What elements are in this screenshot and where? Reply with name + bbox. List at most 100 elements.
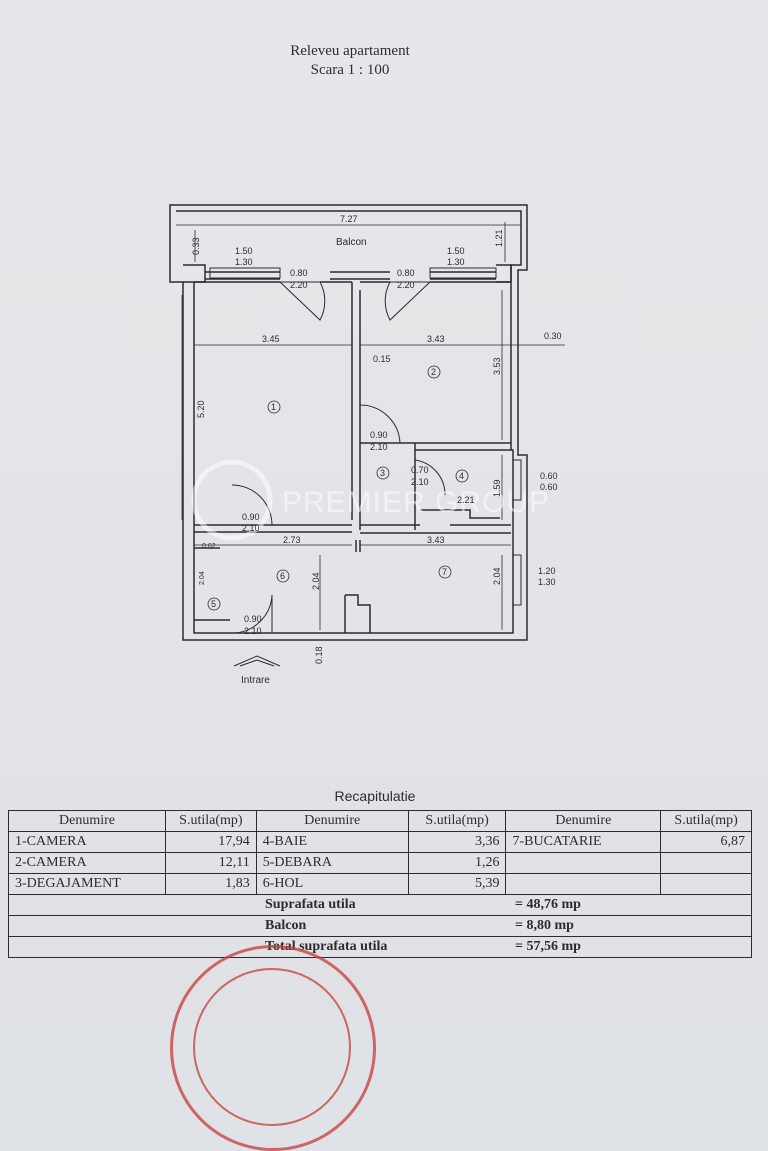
- balcony-wall: [183, 264, 206, 283]
- dim-balcony-right: 1.21: [494, 229, 504, 247]
- window-kitchen: [512, 554, 522, 606]
- facade-wall: [205, 271, 496, 280]
- dim-wall-offset: 0.30: [544, 331, 562, 341]
- total-row: Suprafata utila = 48,76 mp: [8, 894, 752, 916]
- dim-room2-width: 3.43: [427, 334, 445, 344]
- room-number: 5: [211, 599, 216, 609]
- column-header: S.utila(mp): [660, 810, 752, 832]
- dim-door3-bottom: 2.10: [370, 442, 388, 452]
- room-area: 5,39: [407, 873, 507, 895]
- dim-bath-width: 2.21: [457, 495, 475, 505]
- dim-hall-height: 2.04: [311, 572, 321, 590]
- door-arc-bath: [414, 459, 446, 496]
- total-label: Suprafata utila: [265, 897, 356, 912]
- room-name: 4-BAIE: [255, 831, 409, 853]
- room-name: 3-DEGAJAMENT: [8, 873, 166, 895]
- dim-window-kitchen-top: 1.20: [538, 566, 556, 576]
- column-header: Denumire: [255, 810, 409, 832]
- room-name: 5-DEBARA: [255, 852, 409, 874]
- balcony-wall-right: [496, 264, 512, 283]
- room-number: 6: [280, 571, 285, 581]
- room-name: 2-CAMERA: [8, 852, 166, 874]
- room-area: 17,94: [165, 831, 257, 853]
- dim-kitchen-width: 3.43: [427, 535, 445, 545]
- wall-bath-bottom: [420, 509, 500, 519]
- room-number: 3: [380, 468, 385, 478]
- dim-balcony-left: 0.33: [191, 237, 201, 255]
- wall-room1-room2: [351, 282, 361, 530]
- column-header: Denumire: [505, 810, 662, 832]
- total-row: Total suprafata utila= 57,56 mp: [8, 936, 752, 958]
- dim-door-right-top: 0.80: [397, 268, 415, 278]
- dim-room1-height: 5.20: [196, 400, 206, 418]
- dim-window-bath-top: 0.60: [540, 471, 558, 481]
- room-name: [505, 873, 662, 895]
- room-area: 1,26: [407, 852, 507, 874]
- outer-wall: [169, 204, 528, 641]
- door-arc-degajament: [359, 404, 401, 444]
- room-name: 7-BUCATARIE: [505, 831, 662, 853]
- room-name: [505, 852, 662, 874]
- dim-partition: 0.15: [373, 354, 391, 364]
- door-arc-room1-bottom: [231, 484, 273, 526]
- total-row: Balcon = 8,80 mp: [8, 915, 752, 937]
- column-header: Denumire: [8, 810, 166, 832]
- total-value: = 57,56 mp: [515, 939, 581, 954]
- dim-room1-width: 3.45: [262, 334, 280, 344]
- recap-title: Recapitulatie: [334, 788, 416, 804]
- dim-storage-height: 2.04: [199, 571, 206, 585]
- dim-door4-bottom: 2.10: [411, 477, 429, 487]
- column-header: S.utila(mp): [407, 810, 507, 832]
- dim-hall-width: 2.73: [283, 535, 301, 545]
- table-row: 2-CAMERA 12,11 5-DEBARA 1,26: [8, 852, 752, 874]
- door-arc-entry: [231, 594, 273, 634]
- room-area: 1,83: [165, 873, 257, 895]
- dim-door-entry-bottom: 2.10: [244, 626, 262, 636]
- dim-bottom-offset: 0.18: [314, 646, 324, 664]
- room-name: 6-HOL: [255, 873, 409, 895]
- room-area: [660, 852, 752, 874]
- recap-table: Denumire S.utila(mp) Denumire S.utila(mp…: [8, 810, 752, 958]
- dim-small-left: 0.62: [202, 543, 216, 550]
- dim-door1-bottom: 2.10: [242, 523, 260, 533]
- table-header-row: Denumire S.utila(mp) Denumire S.utila(mp…: [8, 810, 752, 832]
- dim-door-left-top: 0.80: [290, 268, 308, 278]
- document-title: Releveu apartament: [290, 43, 410, 59]
- dim-door-right-bottom: 2.20: [397, 280, 415, 290]
- dim-total-width: 7.27: [340, 214, 358, 224]
- dim-kitchen-height: 2.04: [492, 567, 502, 585]
- room-number: 4: [459, 471, 464, 481]
- document-scale: Scara 1 : 100: [310, 62, 390, 78]
- dim-window-right-bottom: 1.30: [447, 257, 465, 267]
- floor-plan: PREMIER GROUP Balcon Intrare 7.27 0.33 1…: [169, 204, 565, 686]
- dim-window-right-top: 1.50: [447, 246, 465, 256]
- room-area: 3,36: [407, 831, 507, 853]
- kitchen-niche: [344, 594, 371, 633]
- watermark-logo: [191, 459, 273, 541]
- room-area: [660, 873, 752, 895]
- dim-door3-top: 0.90: [370, 430, 388, 440]
- window-left: [209, 267, 281, 279]
- room-area: 12,11: [165, 852, 257, 874]
- window-bath: [512, 459, 522, 501]
- watermark-text: PREMIER GROUP: [282, 486, 550, 519]
- total-value: = 48,76 mp: [515, 897, 581, 912]
- total-value: = 8,80 mp: [515, 918, 574, 933]
- dim-door4-top: 0.70: [411, 465, 429, 475]
- door-arc-room1: [279, 281, 326, 321]
- column-header: S.utila(mp): [165, 810, 257, 832]
- room-number: 1: [271, 402, 276, 412]
- dim-bath-height: 1.59: [492, 479, 502, 497]
- table-row: 1-CAMERA 17,94 4-BAIE 3,36 7-BUCATARIE 6…: [8, 831, 752, 853]
- door-arc-room2: [384, 281, 431, 321]
- authorization-stamp: [170, 945, 376, 1151]
- room-name: 1-CAMERA: [8, 831, 166, 853]
- entrance-arrow: [233, 655, 281, 667]
- outer-wall-inner: [176, 210, 522, 634]
- dim-door1-top: 0.90: [242, 512, 260, 522]
- wall-storage: [194, 547, 230, 621]
- entrance-label: Intrare: [241, 675, 270, 686]
- room-number: 2: [431, 367, 436, 377]
- window-right: [429, 267, 497, 279]
- total-label: Balcon: [265, 918, 307, 933]
